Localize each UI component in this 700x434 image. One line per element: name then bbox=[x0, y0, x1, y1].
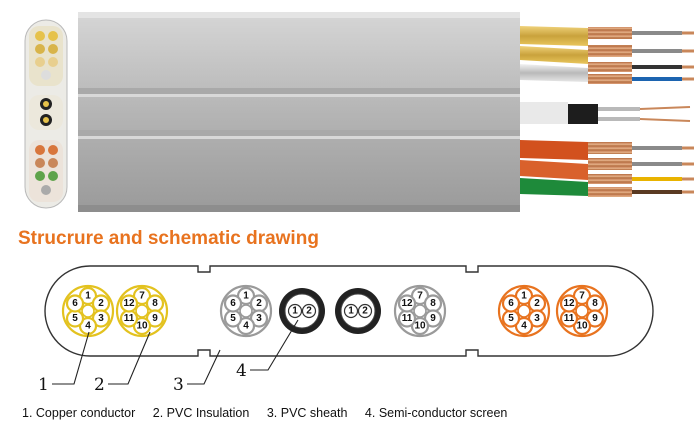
callout-1: 1 bbox=[38, 375, 49, 395]
core-number: 2 bbox=[306, 306, 312, 317]
center-filler bbox=[239, 304, 253, 318]
cable-illustration bbox=[24, 12, 694, 212]
core-number: 2 bbox=[362, 306, 368, 317]
core-number: 3 bbox=[534, 313, 540, 324]
core-number: 12 bbox=[123, 298, 135, 309]
legend: 1. Copper conductor 2. PVC Insulation 3.… bbox=[22, 406, 521, 420]
core-number: 3 bbox=[98, 313, 104, 324]
legend-item-pvc-insulation: 2. PVC Insulation bbox=[152, 406, 250, 420]
core-number: 1 bbox=[85, 291, 91, 302]
core-number: 10 bbox=[414, 321, 426, 332]
core-number: 4 bbox=[85, 321, 91, 332]
core-number: 1 bbox=[521, 291, 527, 302]
core bbox=[119, 294, 139, 313]
core-number: 6 bbox=[230, 298, 236, 309]
core-number: 3 bbox=[256, 313, 262, 324]
core bbox=[559, 294, 579, 313]
bundle-1: 12 345 6 bbox=[61, 284, 115, 338]
core-number: 1 bbox=[292, 306, 298, 317]
bundle-3: 12 345 6 bbox=[219, 284, 273, 338]
callout-2: 2 bbox=[94, 375, 105, 395]
core bbox=[501, 294, 521, 313]
core-number: 5 bbox=[230, 313, 236, 324]
legend-item-copper-conductor: 1. Copper conductor bbox=[22, 406, 136, 420]
callout-leaders bbox=[52, 319, 299, 385]
core bbox=[287, 303, 303, 319]
core-number: 2 bbox=[98, 298, 104, 309]
cable-jacket bbox=[78, 12, 520, 212]
core-number: 9 bbox=[592, 313, 598, 324]
core-number: 2 bbox=[534, 298, 540, 309]
core-number: 12 bbox=[563, 298, 575, 309]
core bbox=[357, 303, 373, 319]
core-number: 11 bbox=[402, 313, 413, 324]
center-filler bbox=[413, 304, 427, 318]
core bbox=[343, 303, 359, 319]
core-number: 5 bbox=[72, 313, 78, 324]
core-number: 2 bbox=[256, 298, 262, 309]
core-number: 8 bbox=[430, 298, 436, 309]
core-number: 4 bbox=[243, 321, 249, 332]
core-number: 9 bbox=[152, 313, 158, 324]
core-number: 7 bbox=[139, 291, 145, 302]
section-heading: Strucrure and schematic drawing bbox=[18, 228, 319, 249]
callout-4: 4 bbox=[236, 361, 247, 381]
core-number: 8 bbox=[592, 298, 598, 309]
core-number: 11 bbox=[564, 313, 575, 324]
core-number: 10 bbox=[136, 321, 148, 332]
core-number: 6 bbox=[508, 298, 514, 309]
core-number: 1 bbox=[243, 291, 249, 302]
core-number: 12 bbox=[401, 298, 413, 309]
core-number: 7 bbox=[417, 291, 423, 302]
core-number: 11 bbox=[124, 313, 135, 324]
center-filler bbox=[517, 304, 531, 318]
core bbox=[65, 294, 85, 313]
exposed-conductors bbox=[520, 26, 694, 197]
core-number: 10 bbox=[576, 321, 588, 332]
center-filler bbox=[135, 304, 149, 318]
legend-item-pvc-sheath: 3. PVC sheath bbox=[266, 406, 348, 420]
core-number: 8 bbox=[152, 298, 158, 309]
bundle-7: 12 345 6 bbox=[497, 284, 551, 338]
core bbox=[397, 294, 417, 313]
cable-end-section bbox=[24, 19, 68, 209]
core-number: 5 bbox=[508, 313, 514, 324]
core-number: 6 bbox=[72, 298, 78, 309]
legend-item-semi-conductor-screen: 4. Semi-conductor screen bbox=[364, 406, 508, 420]
core-number: 4 bbox=[521, 321, 527, 332]
core bbox=[301, 303, 317, 319]
callout-3: 3 bbox=[173, 375, 184, 395]
core-number: 1 bbox=[348, 306, 354, 317]
center-filler bbox=[575, 304, 589, 318]
core-number: 7 bbox=[579, 291, 585, 302]
core bbox=[223, 294, 243, 313]
core-number: 9 bbox=[430, 313, 436, 324]
center-filler bbox=[81, 304, 95, 318]
